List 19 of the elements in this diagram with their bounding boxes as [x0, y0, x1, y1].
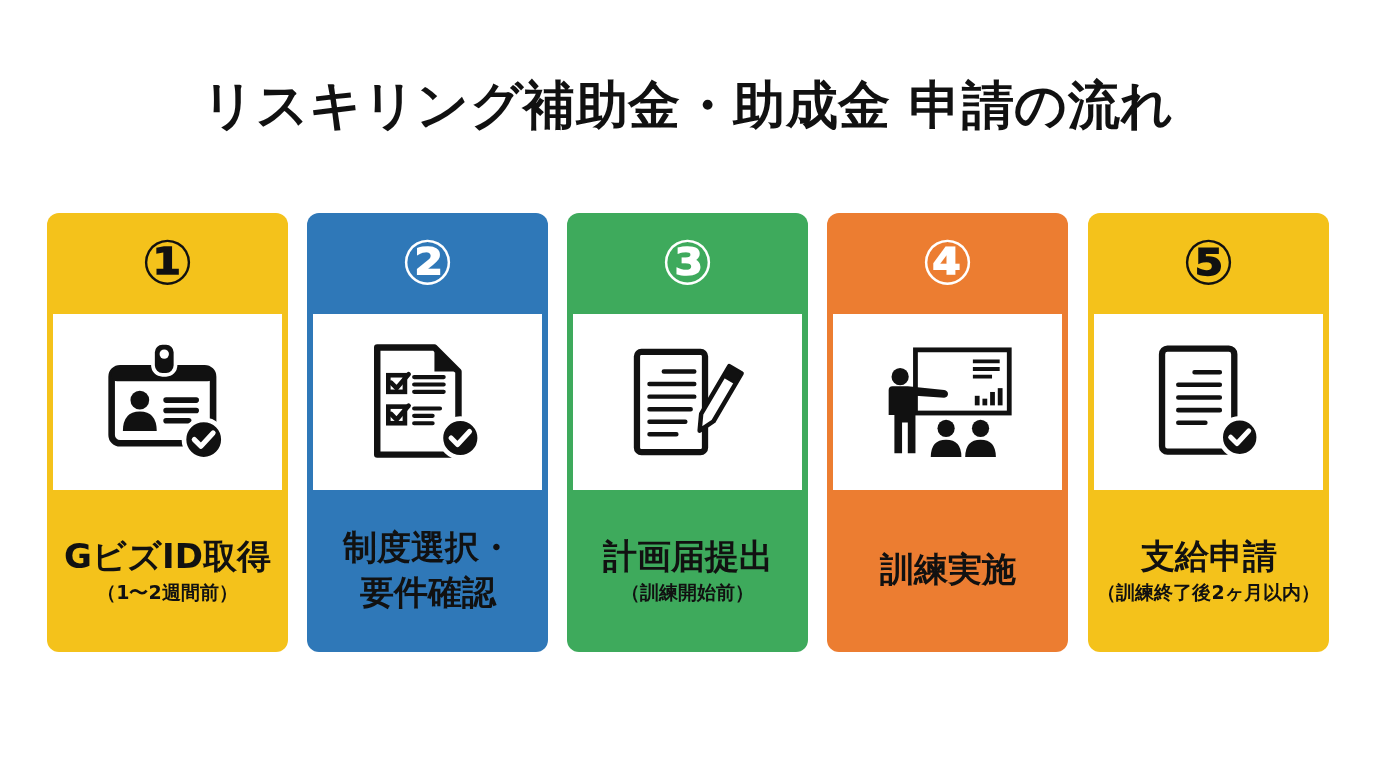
step-card [47, 213, 288, 652]
step-note: （1〜2週間前） [97, 580, 238, 605]
step-card [827, 213, 1068, 652]
step-note: （訓練開始前） [621, 580, 754, 605]
step-number: ③ [661, 231, 714, 295]
step-title: 制度選択・要件確認 [341, 526, 514, 614]
step-card [567, 213, 808, 652]
step-note: （訓練終了後2ヶ月以内） [1097, 580, 1320, 605]
step-number: ④ [921, 231, 974, 295]
step-number: ② [401, 231, 454, 295]
step-number: ① [141, 231, 194, 295]
step-card [307, 213, 548, 652]
step-title: 計画届提出 [602, 535, 773, 579]
title: リスキリング補助金・助成金 申請の流れ [202, 74, 1174, 137]
step-title: GビズID取得 [64, 535, 271, 579]
step-title: 支給申請 [1140, 535, 1277, 579]
step-number: ⑤ [1182, 231, 1235, 295]
step-card [1088, 213, 1329, 652]
step-title: 訓練実施 [879, 548, 1016, 592]
